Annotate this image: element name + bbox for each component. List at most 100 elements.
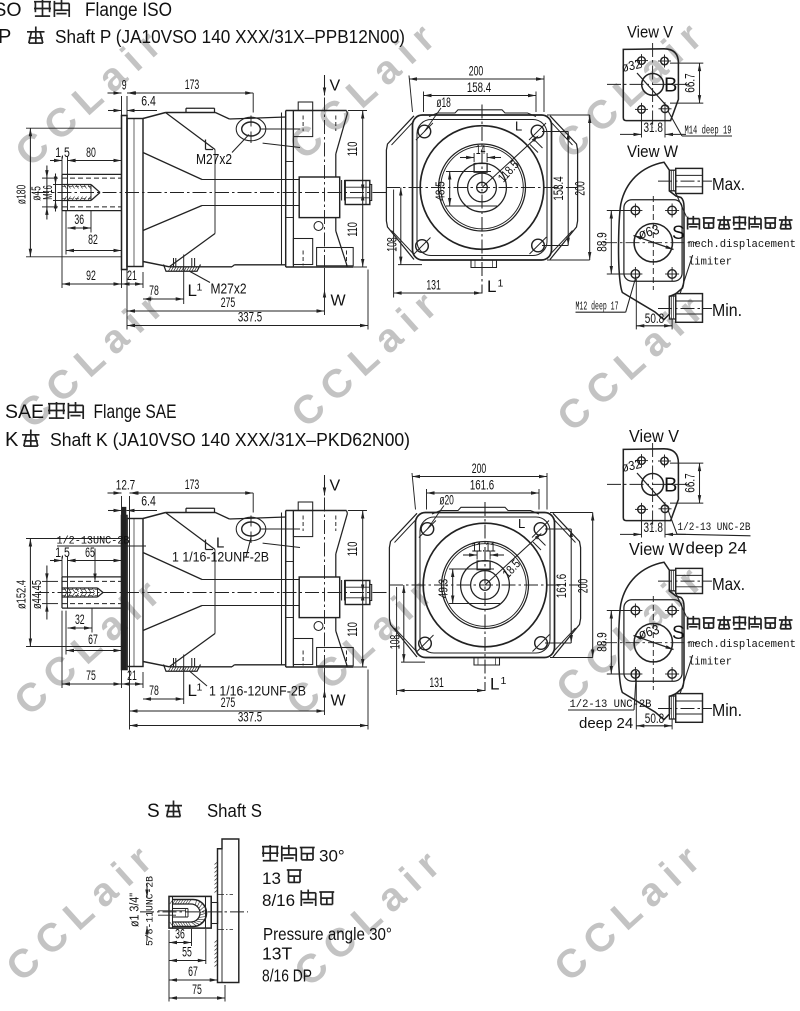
svg-text:Shaft K (JA10VSO 140 XXX/31X–: Shaft K (JA10VSO 140 XXX/31X–PKD62N00) [50,429,410,450]
svg-text:275: 275 [221,695,236,710]
svg-text:108: 108 [385,237,400,252]
svg-text:161.6: 161.6 [470,478,494,493]
svg-text:K: K [5,429,19,451]
svg-text:78: 78 [149,283,159,298]
svg-text:110: 110 [345,142,360,157]
svg-text:deep 24: deep 24 [579,715,633,732]
svg-text:1/2-13 UNC-2B: 1/2-13 UNC-2B [678,522,751,534]
svg-text:B: B [664,75,677,97]
svg-text:1 1/16-12UNF-2B: 1 1/16-12UNF-2B [209,684,306,699]
svg-text:L: L [188,681,197,700]
svg-text:200: 200 [576,579,591,594]
svg-text:Pressure angle 30°: Pressure angle 30° [263,924,392,944]
svg-text:82: 82 [88,232,98,247]
svg-text:75: 75 [86,668,96,683]
svg-text:158.4: 158.4 [551,176,566,201]
svg-text:S: S [147,801,160,822]
svg-text:173: 173 [185,77,200,92]
svg-text:1/2-13UNC-2B: 1/2-13UNC-2B [57,536,130,548]
svg-text:1: 1 [197,682,203,694]
svg-text:80: 80 [86,145,96,160]
svg-text:L: L [216,535,224,552]
svg-text:Flange SAE: Flange SAE [94,402,177,423]
svg-text:Shaft S: Shaft S [207,800,262,821]
svg-text:M12 deep 17: M12 deep 17 [576,301,619,314]
svg-text:30°: 30° [319,847,345,866]
svg-text:1: 1 [498,278,504,290]
svg-text:66.7: 66.7 [683,473,698,492]
svg-text:View W: View W [627,143,678,161]
svg-text:W: W [331,293,347,310]
svg-text:1,5: 1,5 [55,545,70,560]
svg-text:L: L [490,675,499,694]
svg-text:M27x2: M27x2 [196,152,232,168]
svg-text:ISO: ISO [0,0,22,21]
svg-text:49.3: 49.3 [436,579,450,598]
svg-text:131: 131 [429,675,444,690]
svg-text:1/2-13 UNC-2B: 1/2-13 UNC-2B [570,699,652,711]
svg-text:SAE: SAE [5,401,44,423]
svg-text:ø63: ø63 [637,622,661,642]
svg-text:31.8: 31.8 [644,520,663,535]
svg-text:6.4: 6.4 [141,94,156,109]
svg-text:Flange ISO: Flange ISO [85,0,172,21]
svg-text:48.5: 48.5 [433,181,447,200]
svg-text:L: L [518,516,525,531]
svg-text:50.8: 50.8 [645,711,664,726]
svg-text:66.7: 66.7 [683,73,698,92]
svg-text:ø44.45: ø44.45 [30,580,44,609]
svg-text:200: 200 [573,181,588,196]
svg-text:limiter: limiter [688,257,732,269]
svg-text:B: B [664,475,677,497]
svg-text:110: 110 [345,622,360,637]
svg-text:55: 55 [182,945,192,960]
svg-text:L: L [487,277,496,296]
svg-text:14: 14 [476,143,486,157]
svg-text:Min.: Min. [712,300,742,320]
svg-text:88.9: 88.9 [594,232,609,251]
svg-text:L: L [515,119,522,134]
svg-text:8/16: 8/16 [262,891,295,910]
svg-text:31.8: 31.8 [644,120,663,135]
svg-text:32: 32 [75,612,85,627]
svg-text:21: 21 [127,268,137,283]
svg-text:50.8: 50.8 [645,311,664,326]
svg-text:1: 1 [197,282,203,294]
svg-text:11.11: 11.11 [471,541,495,555]
svg-text:173: 173 [185,477,200,492]
svg-text:275: 275 [221,295,236,310]
svg-text:67: 67 [88,632,98,647]
svg-text:337.5: 337.5 [238,310,262,325]
svg-text:ø1 3/4": ø1 3/4" [128,893,142,927]
svg-text:ø32: ø32 [620,56,643,75]
svg-text:ø20: ø20 [439,493,454,508]
svg-text:ø180: ø180 [15,185,29,204]
svg-text:200: 200 [472,461,487,476]
svg-text:W: W [331,693,347,710]
svg-text:161.6: 161.6 [554,574,569,598]
svg-text:Max.: Max. [712,574,745,594]
svg-text:ø18: ø18 [436,95,451,110]
svg-text:M16: M16 [41,185,55,200]
svg-text:M27x2: M27x2 [211,282,247,298]
svg-text:ø45: ø45 [30,186,44,201]
svg-text:108: 108 [388,635,403,650]
svg-text:131: 131 [426,278,441,293]
svg-text:36: 36 [175,927,185,942]
svg-text:67: 67 [188,964,198,979]
svg-text:S: S [672,223,685,244]
svg-text:88.9: 88.9 [594,632,609,651]
svg-text:5/8-11UNC-2B: 5/8-11UNC-2B [145,876,157,946]
svg-text:M14 deep 19: M14 deep 19 [685,125,732,138]
svg-text:1: 1 [501,675,507,687]
svg-text:1 1/16-12UNF-2B: 1 1/16-12UNF-2B [172,550,269,565]
svg-text:Shaft P (JA10VSO 140 XXX/31X–: Shaft P (JA10VSO 140 XXX/31X–PPB12N00) [55,26,405,47]
svg-text:337.5: 337.5 [238,710,262,725]
svg-text:13: 13 [262,869,281,888]
svg-text:12.7: 12.7 [116,478,135,493]
svg-text:110: 110 [345,222,360,237]
svg-text:View V: View V [627,24,673,42]
svg-text:View V: View V [629,426,679,446]
svg-text:P: P [0,26,11,48]
svg-text:8/16 DP: 8/16 DP [262,966,312,986]
